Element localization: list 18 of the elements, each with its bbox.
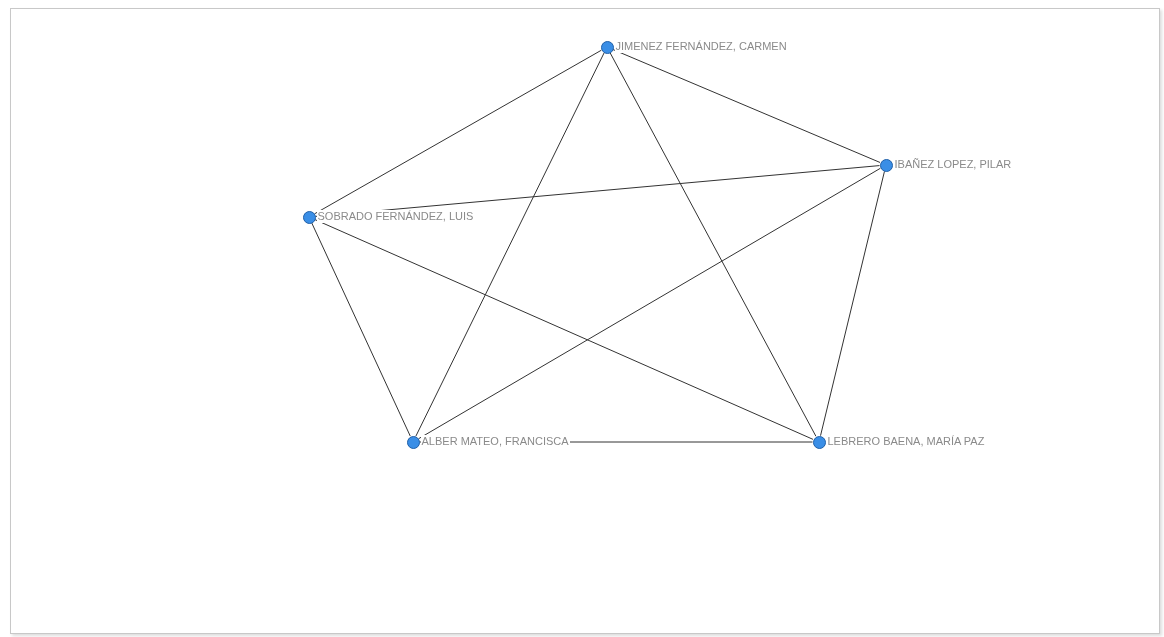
connector-line [820,170,885,437]
node-circle [812,435,826,449]
person-name-label: JIMENEZ FERNÁNDEZ, CARMEN [614,40,788,53]
person-name-label: LEBRERO BAENA, MARÍA PAZ [826,435,986,448]
node-circle [302,210,316,224]
person-name-label: ALBER MATEO, FRANCISCA [420,435,570,448]
connector-line [415,52,605,437]
node-circle [879,158,893,172]
person-name-label: SOBRADO FERNÁNDEZ, LUIS [316,210,475,223]
person-name-label: IBAÑEZ LOPEZ, PILAR [893,158,1013,171]
connector-line [314,49,602,215]
connector-line [612,49,881,163]
node-circle [406,435,420,449]
connector-line [311,222,411,437]
connector-line [314,219,814,440]
connector-line [418,167,881,440]
connector-line [609,52,817,437]
node-circle [600,40,614,54]
